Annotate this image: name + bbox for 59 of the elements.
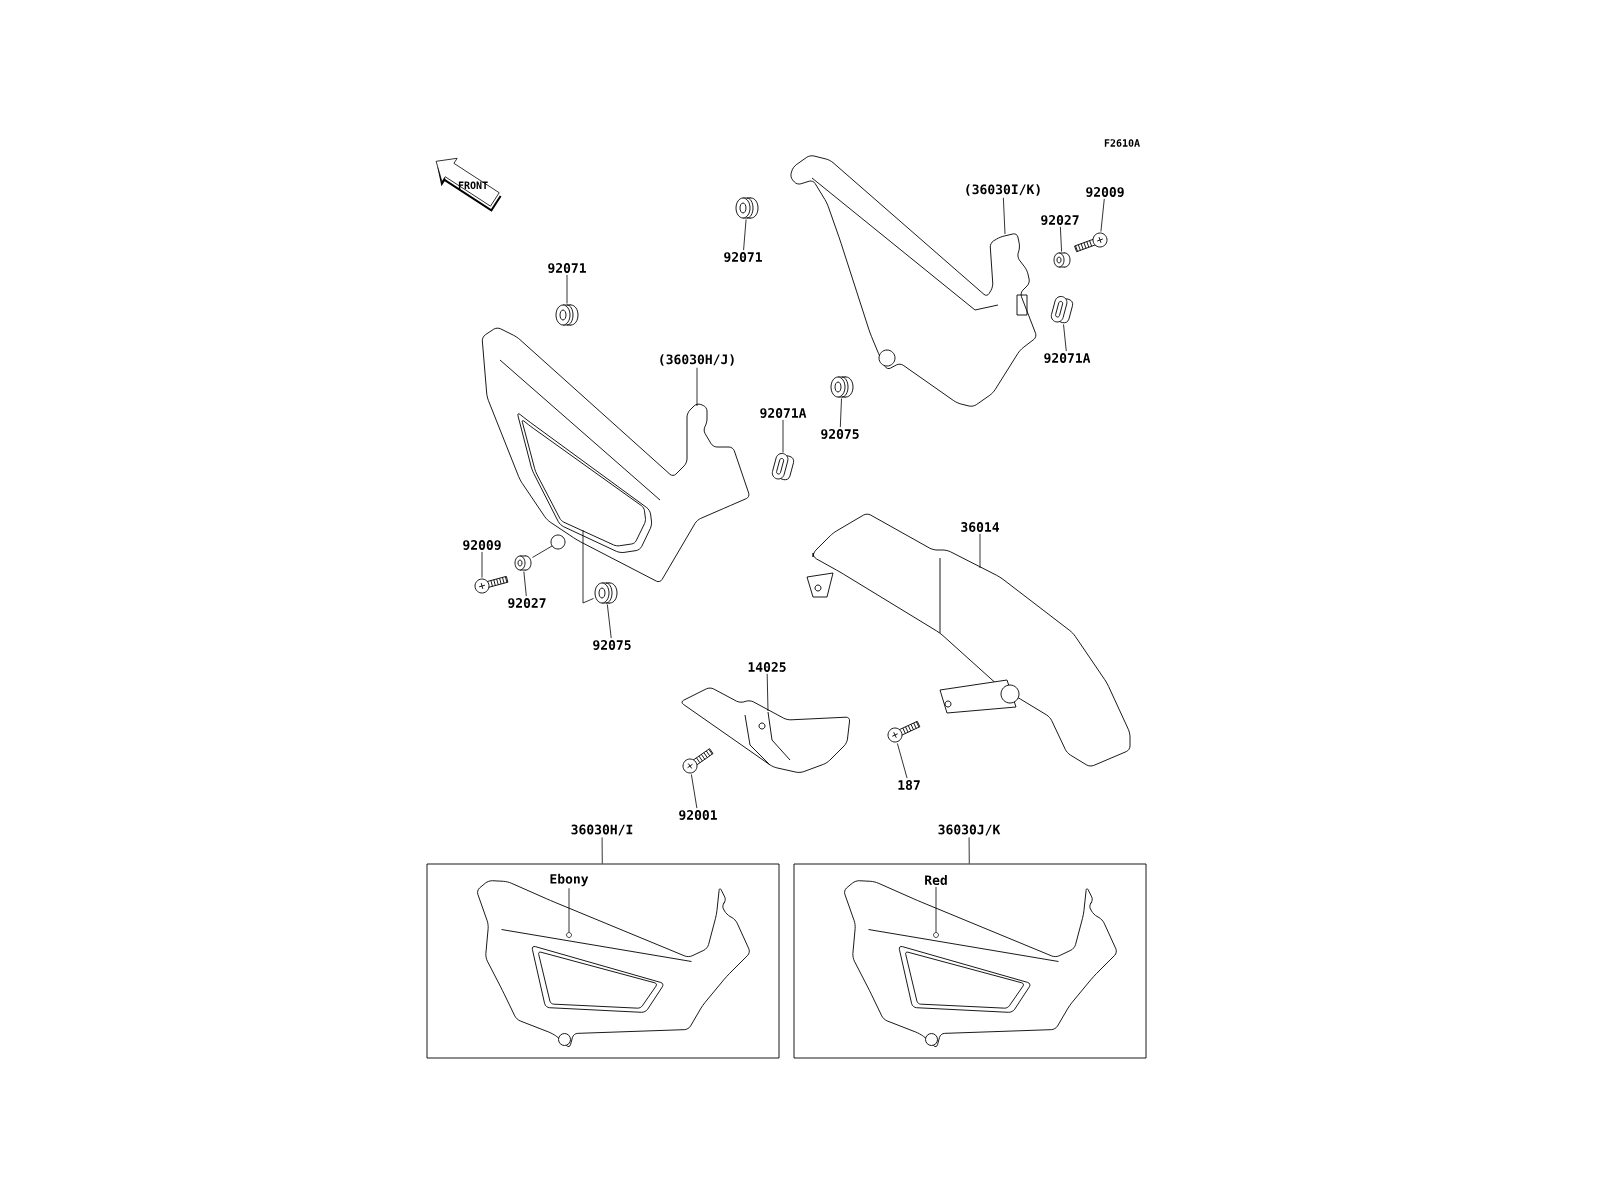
color-label: Ebony [550, 873, 589, 887]
part-number: 36030H/I [571, 824, 633, 836]
leader-line [1100, 198, 1105, 232]
bolt-drawing [1074, 232, 1108, 253]
leader-line [481, 551, 483, 578]
chain-guard-drawing [806, 513, 1131, 767]
leader-line [523, 571, 527, 597]
leader-line [839, 398, 842, 428]
leader-line [782, 419, 784, 453]
leader-line [691, 774, 698, 809]
leader-line [935, 886, 937, 933]
figure-code: F2610A [1104, 139, 1140, 147]
inset-frame [426, 863, 780, 1059]
leader-line [601, 837, 603, 864]
leader-line [1002, 197, 1006, 235]
part-number: 187 [898, 780, 920, 790]
grommet-drawing [594, 582, 618, 604]
part-number: (36030H/J) [660, 354, 734, 366]
part-number: 92071A [1044, 353, 1091, 363]
part-number: 92071 [548, 263, 586, 273]
part-number: 92009 [1086, 187, 1124, 197]
part-number: 92027 [508, 598, 546, 608]
collar-drawing [514, 555, 532, 571]
leader-line [979, 533, 981, 569]
part-number: 36030J/K [938, 824, 1001, 836]
part-number: 14025 [748, 662, 786, 672]
leader-line [606, 604, 612, 639]
collar-drawing [1053, 252, 1071, 268]
leader-line [696, 367, 698, 407]
part-number: 92071 [724, 252, 762, 262]
inset-frame [793, 863, 1147, 1059]
grommet-drawing [555, 304, 579, 326]
part-number: 92027 [1041, 215, 1079, 225]
leader-line [968, 837, 970, 864]
leader-line [568, 887, 570, 933]
leader-line [566, 274, 568, 304]
guard-plate-drawing [681, 687, 851, 773]
bolt-drawing [887, 720, 921, 743]
grommet-drawing [771, 453, 795, 481]
part-number: (36030I/K) [966, 184, 1040, 196]
leader-line [1063, 324, 1067, 352]
leader-line [897, 743, 908, 779]
part-number: 92075 [593, 640, 631, 650]
bolt-drawing [682, 748, 714, 774]
part-number: 36014 [961, 522, 999, 532]
leader-line [766, 673, 769, 712]
grommet-drawing [735, 197, 759, 219]
assembly-line [532, 545, 553, 558]
part-number: 92009 [463, 540, 501, 550]
leader-line [743, 219, 747, 251]
leader-line [1059, 226, 1062, 252]
assembly-line [582, 529, 594, 604]
color-label: Red [925, 875, 947, 886]
part-number: 92001 [679, 810, 717, 820]
part-number: 92071A [760, 408, 807, 418]
grommet-drawing [830, 376, 854, 398]
bolt-drawing [474, 575, 509, 594]
grommet-drawing [1050, 296, 1074, 324]
part-number: 92075 [821, 429, 859, 439]
